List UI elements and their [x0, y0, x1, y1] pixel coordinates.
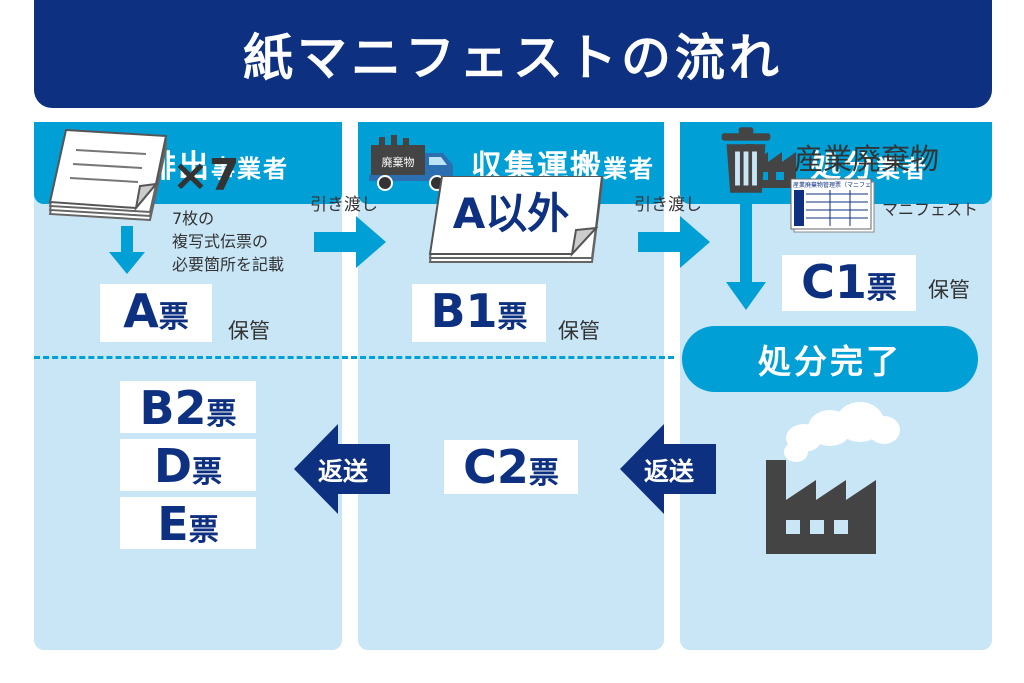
disposer-storage-label: 保管	[928, 278, 970, 302]
truck-cargo-label: 廃棄物	[382, 155, 415, 169]
ticket-c2-code: C2	[463, 440, 529, 494]
return-label-2: 返送	[644, 457, 695, 486]
ticket-b2-code: B2	[139, 381, 207, 435]
copy-count-description: 7枚の 複写式伝票の 必要箇所を記載	[172, 207, 284, 276]
arrow-down-long-icon	[726, 204, 766, 310]
industrial-waste-label: 産業廃棄物	[794, 142, 940, 176]
copy-desc-line-1: 7枚の	[172, 209, 215, 228]
ticket-e-code: E	[157, 497, 189, 551]
ticket-e-suffix: 票	[188, 513, 219, 548]
manifest-form-icon	[790, 178, 875, 233]
arrow-down-icon	[109, 226, 145, 274]
ticket-b2-suffix: 票	[206, 397, 237, 432]
section-divider	[34, 356, 674, 359]
waste-bin-icon	[721, 127, 771, 193]
ticket-b1-suffix: 票	[497, 300, 528, 335]
ticket-d-suffix: 票	[192, 455, 223, 490]
transporter-footer: 廃棄物 収集運搬業者	[358, 122, 664, 204]
document-label: A以外	[452, 189, 570, 238]
paper-stack-icon	[48, 128, 168, 222]
copy-desc-line-3: 必要箇所を記載	[172, 255, 285, 274]
factory-smoke-icon	[766, 402, 900, 554]
manifest-label: マニフェスト	[882, 200, 979, 219]
ticket-d-code: D	[153, 439, 193, 493]
ticket-c1-suffix: 票	[866, 271, 897, 306]
copy-count: ×7	[172, 150, 240, 201]
panel-transporter: 廃棄物 収集運搬業者	[358, 122, 664, 650]
ticket-b1-code: B1	[430, 284, 498, 338]
manifest-form-title: 産業廃棄物管理票（マニフェスト）	[793, 182, 871, 189]
manifest-form: 産業廃棄物管理票（マニフェスト）	[790, 178, 876, 234]
handover-label-2: 引き渡し	[634, 195, 702, 215]
page-header: 紙マニフェストの流れ	[34, 0, 992, 108]
ticket-a-suffix: 票	[158, 300, 189, 335]
return-label-1: 返送	[318, 457, 369, 486]
arrow-left-return-icon	[620, 424, 716, 514]
arrow-right-icon	[314, 216, 386, 268]
arrow-right-icon	[638, 216, 710, 268]
ticket-c2-suffix: 票	[528, 456, 559, 491]
transporter-storage-label: 保管	[558, 319, 600, 343]
truck-icon: 廃棄物	[369, 135, 453, 191]
ticket-c1-code: C1	[801, 255, 867, 309]
emitter-storage-label: 保管	[228, 319, 270, 343]
disposal-complete-badge: 処分完了	[682, 326, 978, 392]
ticket-a-code: A	[123, 284, 159, 338]
page-title: 紙マニフェストの流れ	[243, 29, 783, 87]
copy-desc-line-2: 複写式伝票の	[172, 232, 269, 251]
document-stack-icon	[428, 176, 604, 263]
emitter-footer-sub: 事業者	[211, 154, 289, 183]
disposer-footer-sub: 業者	[876, 154, 928, 183]
handover-label-1: 引き渡し	[310, 195, 378, 215]
arrow-left-return-icon	[294, 424, 390, 514]
transporter-footer-sub: 業者	[603, 154, 655, 183]
